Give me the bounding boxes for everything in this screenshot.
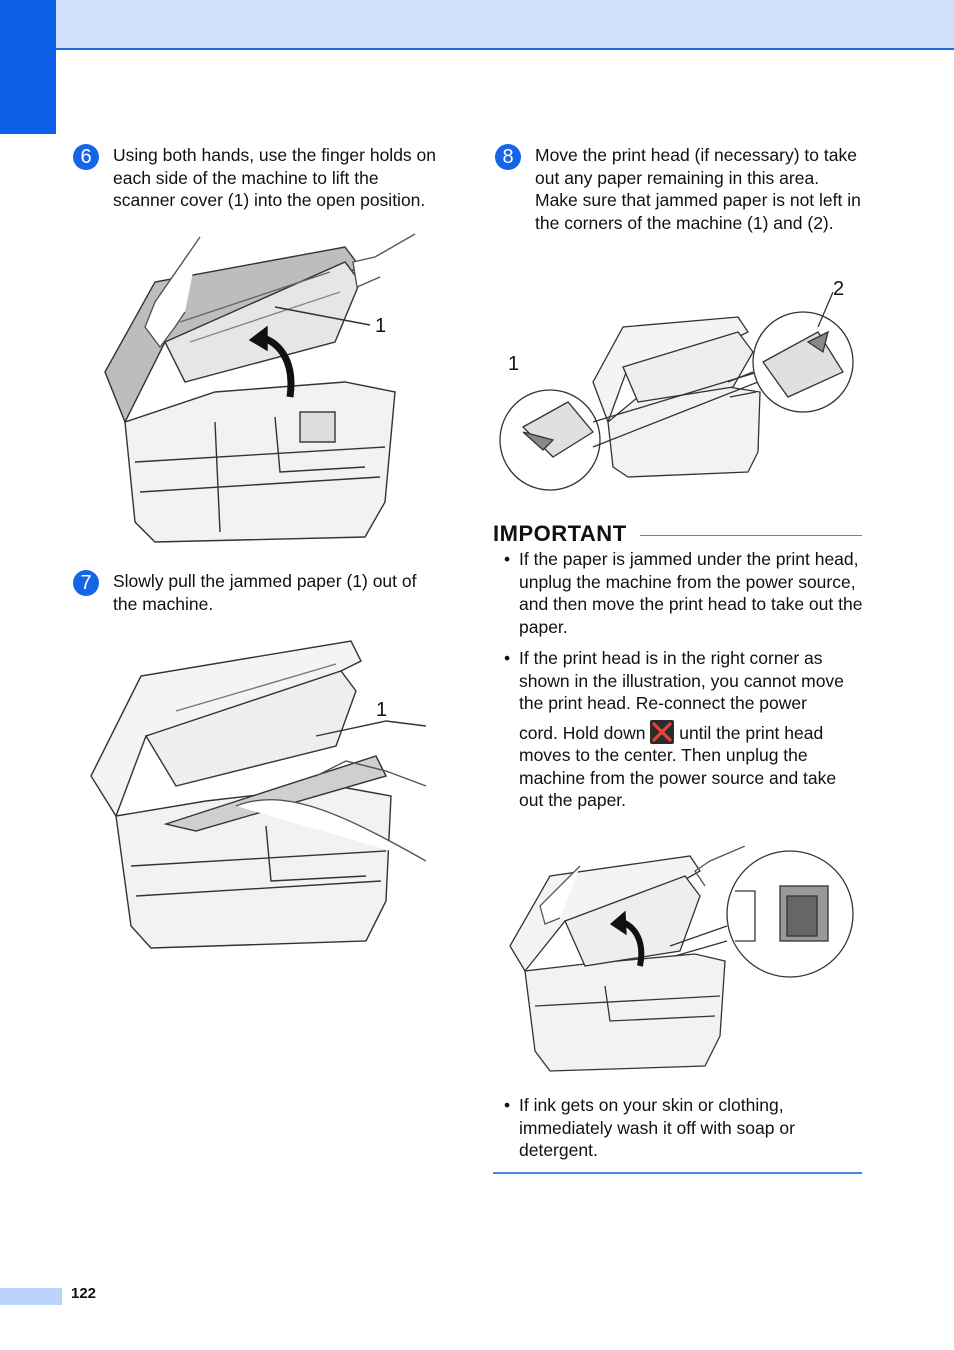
bullet-2-line-a: If the print head is in the right corner… bbox=[519, 648, 844, 713]
illustration-lift-scanner-cover: 1 bbox=[95, 232, 425, 544]
callout-1-scanner-cover: 1 bbox=[375, 315, 386, 337]
step-6: 6 Using both hands, use the finger holds… bbox=[73, 144, 453, 214]
important-bottom-rule bbox=[493, 1172, 862, 1174]
bullet-2-line-b: cord. Hold down until the print head bbox=[519, 719, 863, 745]
step-8-text: Move the print head (if necessary) to ta… bbox=[535, 145, 861, 233]
header-band bbox=[0, 0, 954, 50]
important-heading: IMPORTANT bbox=[493, 521, 627, 546]
footer-band bbox=[0, 1288, 62, 1305]
bullet-dot: • bbox=[504, 648, 511, 668]
important-bullet-2: • If the print head is in the right corn… bbox=[493, 647, 863, 817]
step-6-number: 6 bbox=[73, 144, 99, 170]
bullet-1-text: If the paper is jammed under the print h… bbox=[519, 549, 863, 637]
bullet-2-pre-key: cord. Hold down bbox=[519, 722, 646, 743]
illustration-paper-in-corners: 1 2 bbox=[498, 272, 860, 494]
important-bullet-3: • If ink gets on your skin or clothing, … bbox=[493, 1094, 863, 1164]
illustration-pull-jammed-paper: 1 bbox=[86, 636, 426, 950]
page-number: 122 bbox=[71, 1285, 97, 1302]
bullet-dot: • bbox=[504, 1095, 511, 1115]
bullet-dot: • bbox=[504, 549, 511, 569]
important-rule bbox=[640, 535, 862, 536]
step-7-number: 7 bbox=[73, 570, 99, 596]
bullet-3-text: If ink gets on your skin or clothing, im… bbox=[519, 1095, 795, 1160]
bullet-2-text: If the print head is in the right corner… bbox=[519, 647, 863, 812]
bullet-2-post-key: until the print head bbox=[679, 722, 824, 743]
illustration-print-head-right-corner bbox=[505, 846, 857, 1076]
step-8: 8 Move the print head (if necessary) to … bbox=[495, 144, 865, 259]
step-7-text: Slowly pull the jammed paper (1) out of … bbox=[113, 571, 417, 614]
step-8-number: 8 bbox=[495, 144, 521, 170]
callout-2-right-corner: 2 bbox=[833, 278, 844, 300]
step-6-text: Using both hands, use the finger holds o… bbox=[113, 145, 436, 210]
callout-1-jammed-paper: 1 bbox=[376, 699, 387, 721]
bullet-2-line-c: moves to the center. Then unplug the mac… bbox=[519, 745, 837, 810]
callout-1-left-corner: 1 bbox=[508, 353, 519, 375]
important-bullet-1: • If the paper is jammed under the print… bbox=[493, 548, 863, 640]
step-7: 7 Slowly pull the jammed paper (1) out o… bbox=[73, 570, 453, 620]
stop-exit-x-icon bbox=[650, 719, 675, 744]
chapter-tab bbox=[0, 0, 56, 134]
